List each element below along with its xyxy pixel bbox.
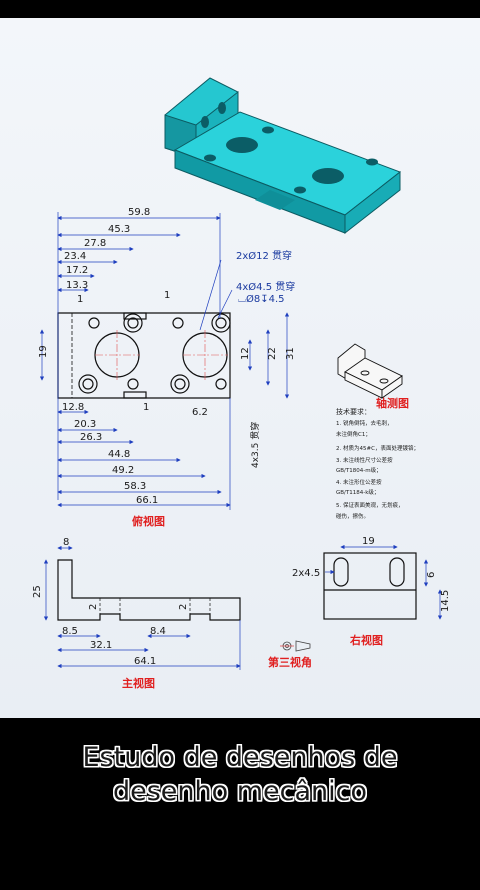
right-view-dimension-lines (325, 544, 443, 620)
dim-8-4: 8.4 (150, 626, 166, 637)
dim-49-2: 49.2 (112, 465, 134, 476)
dim-1-a: 1 (77, 294, 83, 305)
tech-req-line-1: 1. 锐角倒钝，去毛刺， (336, 419, 393, 427)
front-view-label: 主视图 (122, 676, 155, 690)
front-view (57, 559, 241, 621)
right-view (323, 552, 417, 620)
third-angle-label: 第三视角 (268, 655, 312, 669)
bottom-black-area (0, 718, 480, 890)
dim-58-3: 58.3 (124, 481, 146, 492)
dim-31: 31 (285, 347, 296, 360)
dim-44-8: 44.8 (108, 449, 130, 460)
right-view-label: 右视图 (349, 633, 383, 647)
dim-8: 8 (63, 537, 69, 548)
dim-12-8: 12.8 (62, 402, 84, 413)
dim-32-1: 32.1 (90, 640, 112, 651)
front-view-dimensions: 8 25 2 2 8.5 8.4 32.1 64.1 (32, 537, 189, 667)
tech-req-line-2: 未注倒角C1； (336, 430, 371, 438)
tech-req-line-5: GB/T1804-m级； (336, 466, 382, 474)
top-view-label: 俯视图 (132, 514, 165, 528)
callout-counterbore: ⌴Ø8↧4.5 (238, 293, 285, 305)
dim-26-3: 26.3 (80, 432, 102, 443)
drawing-canvas: 59.8 45.3 27.8 23.4 17.2 13.3 1 1 19 12 … (32, 77, 451, 690)
callout-4x-dia4-5: 4xØ4.5 贯穿 (236, 280, 295, 293)
dim-12: 12 (240, 347, 251, 360)
dim-23-4: 23.4 (64, 251, 86, 262)
top-view-dimension-lines (39, 212, 290, 510)
caption-line-2: desenho mecânico (112, 776, 368, 807)
callout-2x-dia12: 2xØ12 贯穿 (236, 249, 292, 262)
dim-20-3: 20.3 (74, 419, 96, 430)
front-view-dimension-lines (43, 545, 241, 670)
dim-2-a: 2 (88, 604, 99, 610)
dim-13-3: 13.3 (66, 280, 88, 291)
drawing-sheet: 59.8 45.3 27.8 23.4 17.2 13.3 1 1 19 12 … (0, 18, 480, 718)
dim-1-c: 1 (143, 402, 149, 413)
dim-25: 25 (32, 585, 43, 598)
dim-6-2: 6.2 (192, 407, 208, 418)
dim-2x4-5: 2x4.5 (292, 568, 320, 579)
tech-req-line-9: 碰伤，擦伤。 (336, 512, 369, 520)
dim-2-b: 2 (178, 604, 189, 610)
dim-19-left: 19 (38, 345, 49, 358)
top-view-dimensions: 59.8 45.3 27.8 23.4 17.2 13.3 1 1 19 12 … (38, 207, 296, 506)
iso-view-small (337, 343, 403, 399)
dim-27-8: 27.8 (84, 238, 106, 249)
tech-req-line-7: GB/T1184-k级； (336, 488, 379, 496)
tech-req-line-3: 2. 材质为45#C，表面处理镀铬； (336, 444, 419, 452)
dim-22: 22 (267, 347, 278, 360)
dim-45-3: 45.3 (108, 224, 130, 235)
dim-64-1: 64.1 (134, 656, 156, 667)
tech-req-line-8: 5. 保证表面美观，无划痕， (336, 501, 404, 509)
dim-59-8: 59.8 (128, 207, 150, 218)
top-black-bar (0, 0, 480, 18)
iso-view-label: 轴测图 (376, 396, 409, 410)
third-angle-symbol (280, 640, 311, 652)
isometric-part-render (164, 77, 402, 235)
dim-17-2: 17.2 (66, 265, 88, 276)
dim-14-5: 14.5 (440, 590, 451, 612)
tech-requirements: 技术要求： 1. 锐角倒钝，去毛刺， 未注倒角C1； 2. 材质为45#C，表面… (336, 407, 419, 520)
right-view-dimensions: 19 2x4.5 6 14.5 (292, 536, 451, 612)
caption-line-1: Estudo de desenhos de (82, 742, 398, 773)
dim-8-5: 8.5 (62, 626, 78, 637)
note-4x3-5: 4x3.5 贯穿 (249, 422, 261, 468)
tech-req-title: 技术要求： (336, 407, 371, 416)
dim-1-b: 1 (164, 290, 170, 301)
tech-req-line-4: 3. 未注线性尺寸公差按 (336, 456, 393, 464)
top-view-centerlines (95, 330, 228, 380)
dim-6: 6 (426, 572, 437, 578)
top-view (57, 312, 231, 399)
dim-19-right: 19 (362, 536, 375, 547)
tech-req-line-6: 4. 未注形位公差按 (336, 478, 382, 486)
dim-66-1: 66.1 (136, 495, 158, 506)
